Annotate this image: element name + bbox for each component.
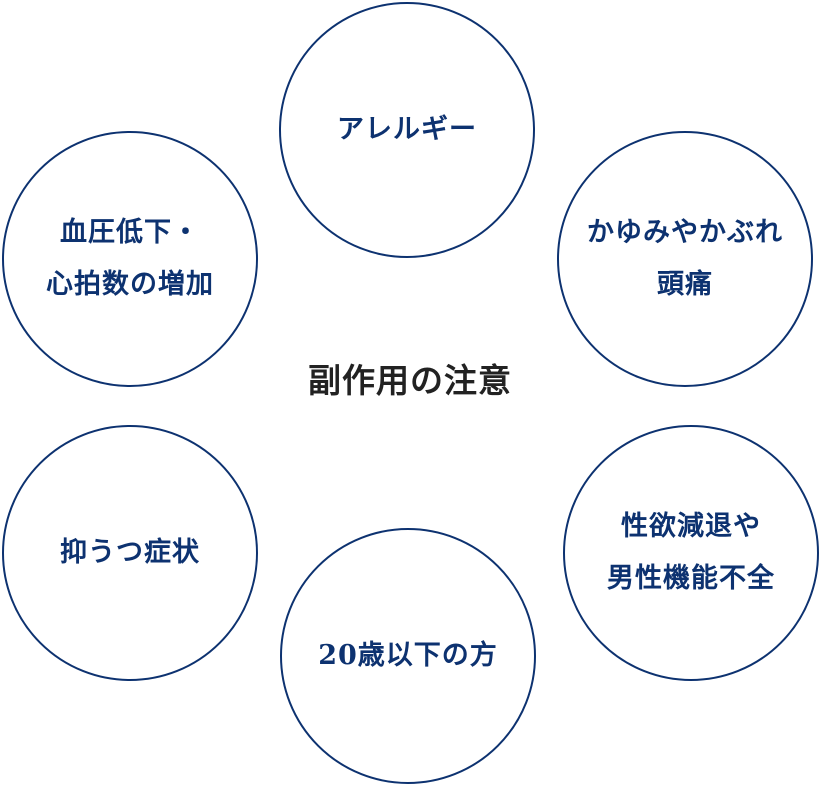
circle-allergy: アレルギー — [279, 2, 535, 258]
circle-allergy-line-1: アレルギー — [337, 114, 477, 145]
circle-blood-pressure-line-1: 血圧低下・ — [60, 217, 200, 248]
circle-under-20-line-1: 20歳以下の方 — [318, 640, 498, 671]
circle-under-20: 20歳以下の方 — [280, 528, 536, 784]
circle-itch-headache: かゆみやかぶれ 頭痛 — [557, 131, 813, 387]
circle-under-20-text: 20歳以下の方 — [318, 630, 498, 682]
circle-itch-headache-line-1: かゆみやかぶれ — [587, 217, 783, 248]
circle-libido-line-2: 男性機能不全 — [607, 563, 775, 594]
circle-allergy-text: アレルギー — [337, 104, 477, 156]
circle-blood-pressure-text: 血圧低下・ 心拍数の増加 — [46, 207, 214, 311]
diagram-title: 副作用の注意 — [308, 361, 512, 400]
circle-blood-pressure-line-2: 心拍数の増加 — [46, 269, 214, 300]
circle-itch-headache-line-2: 頭痛 — [657, 269, 713, 300]
circle-depression-text: 抑うつ症状 — [60, 527, 200, 579]
circle-libido-text: 性欲減退や 男性機能不全 — [607, 501, 775, 605]
circle-depression: 抑うつ症状 — [2, 425, 258, 681]
circle-libido: 性欲減退や 男性機能不全 — [563, 425, 819, 681]
circle-libido-line-1: 性欲減退や — [621, 511, 761, 542]
circle-itch-headache-text: かゆみやかぶれ 頭痛 — [587, 207, 783, 311]
circle-depression-line-1: 抑うつ症状 — [60, 537, 200, 568]
circle-blood-pressure: 血圧低下・ 心拍数の増加 — [2, 131, 258, 387]
